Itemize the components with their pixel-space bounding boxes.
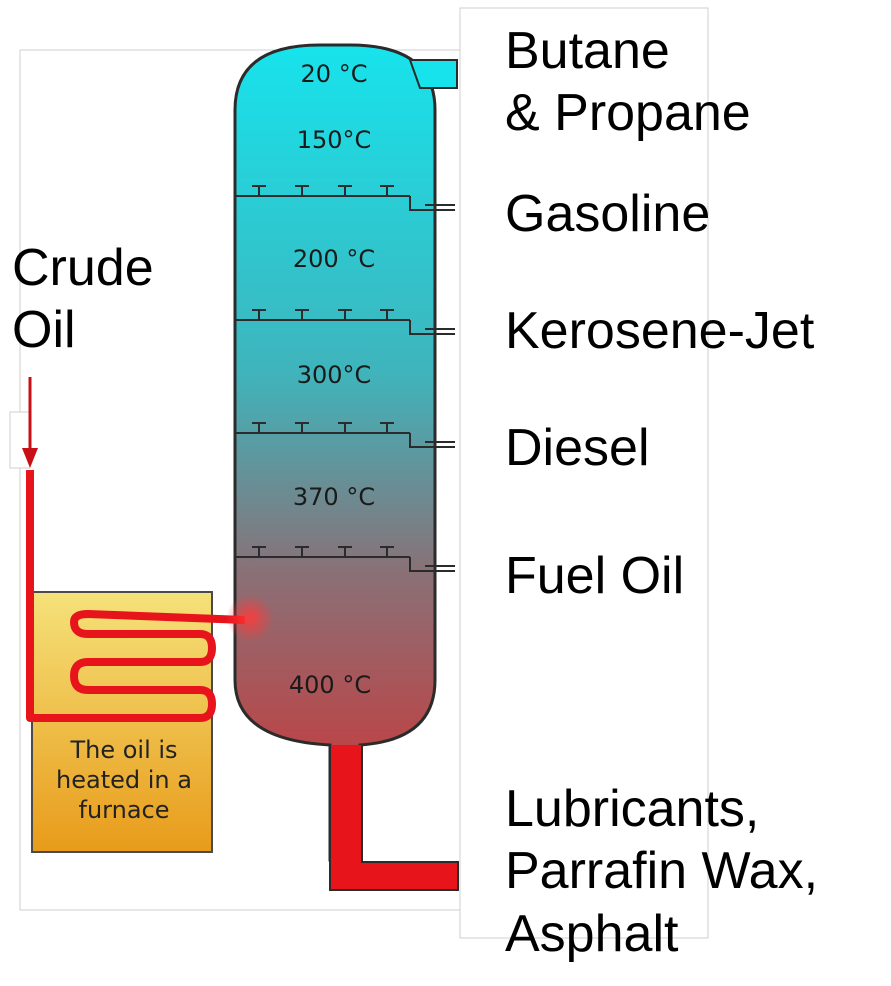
product-gasoline: Gasoline [505, 185, 711, 243]
product-kerosene-jet: Kerosene-Jet [505, 302, 815, 360]
temp-label-2: 150°C [297, 126, 372, 154]
product-diesel: Diesel [505, 419, 650, 477]
temp-label-5: 370 °C [293, 483, 375, 511]
distillation-column [233, 43, 437, 862]
tray-3 [236, 422, 455, 448]
label-frame [459, 7, 709, 939]
temp-label-4: 300°C [297, 361, 372, 389]
inlet-glow [226, 594, 274, 642]
feed-arrowhead [22, 448, 38, 468]
product-fuel-oil: Fuel Oil [505, 547, 685, 605]
product-butane-propane: Butane & Propane [505, 22, 751, 143]
temp-label-1: 20 °C [301, 60, 368, 88]
tray-4 [236, 546, 455, 572]
temp-label-6: 400 °C [289, 671, 371, 699]
furnace-label: The oil is heated in a furnace [56, 736, 192, 824]
tray-2 [236, 309, 455, 335]
product-lubricants-wax-asphalt: Lubricants, Parrafin Wax, Asphalt [505, 780, 819, 963]
tray-1 [236, 185, 455, 211]
bottom-outlet-pipe [329, 745, 459, 891]
temp-label-3: 200 °C [293, 245, 375, 273]
heating-coil-pipe [26, 470, 246, 722]
top-outlet-pipe [408, 59, 458, 89]
crude-oil-label: Crude Oil [12, 239, 154, 360]
